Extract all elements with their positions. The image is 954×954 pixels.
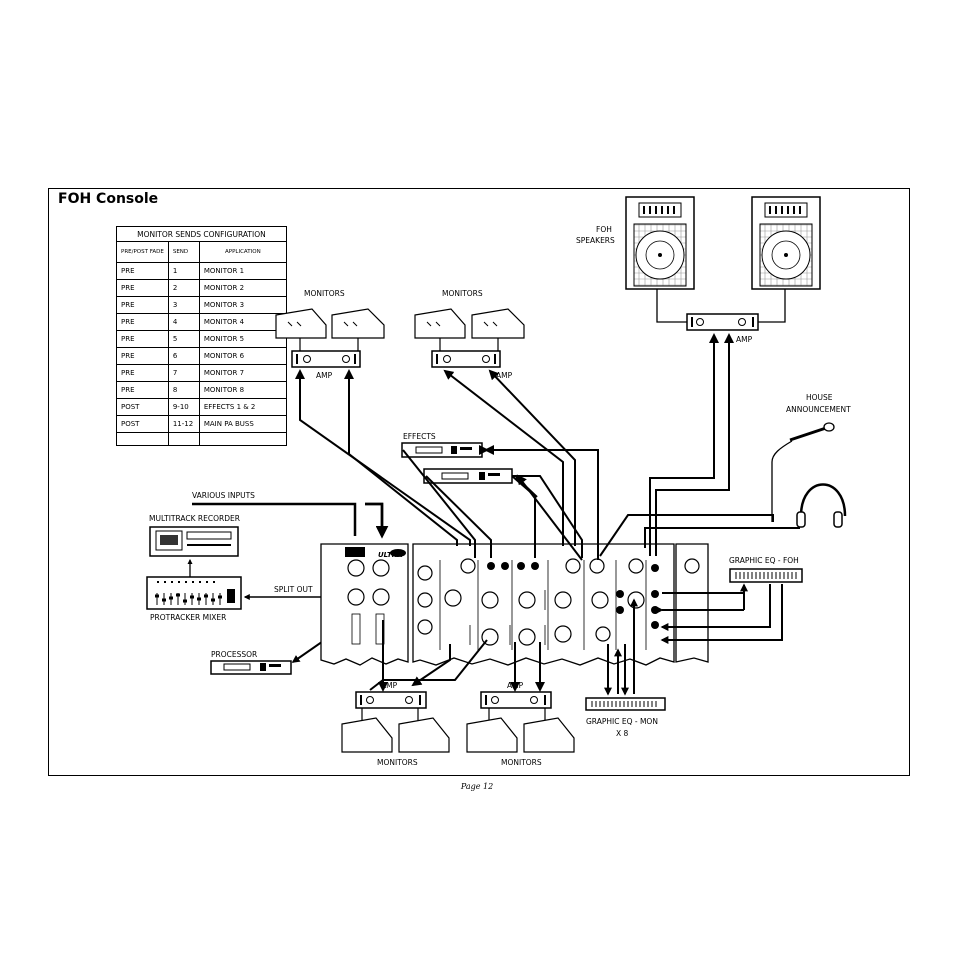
monitor-wedge [275,308,385,339]
amp-label-1: AMP [316,371,333,380]
split-out-label: SPLIT OUT [274,585,313,594]
bottom-amp-1 [355,691,427,709]
table-row-empty [116,432,287,446]
effects-label: EFFECTS [403,432,436,441]
bottom-amp-2 [480,691,552,709]
foh-speakers-label-2: SPEAKERS [576,236,615,245]
effects-unit-2 [423,468,513,484]
monitor-wedge [414,308,525,339]
geq-mon-label: GRAPHIC EQ - MON [586,717,658,726]
processor-unit [210,660,292,675]
multitrack-recorder [149,526,239,557]
monitor-sends-table: MONITOR SENDS CONFIGURATION PRE/POST FAD… [116,226,287,446]
monitors-label-1: MONITORS [304,289,345,298]
protracker-label: PROTRACKER MIXER [150,613,226,622]
page-footer: Page 12 [460,782,494,791]
house-label-2: ANNOUNCEMENT [786,405,851,414]
house-label: HOUSE [806,393,833,402]
monitor-amp-2 [431,350,501,368]
amp-label-4: AMP [507,681,524,690]
amp-label-2: AMP [496,371,513,380]
various-inputs-label: VARIOUS INPUTS [192,491,255,500]
protracker-mixer [146,576,242,610]
mixer-console: ULTRA [320,543,709,666]
foh-speaker-left [625,196,695,290]
foh-amp [686,313,759,331]
monitor-wedge [341,717,575,753]
diagram-frame [48,188,910,776]
monitors-label-3: MONITORS [377,758,418,767]
headphones-icon [796,483,847,528]
graphic-eq-foh [729,568,803,583]
monitors-label-4: MONITORS [501,758,542,767]
geq-mon-label-2: X 8 [616,729,629,738]
brand-logo: ULTRA [378,551,403,559]
foh-speakers-label: FOH [596,225,612,234]
microphone-icon [771,422,835,522]
geq-foh-label: GRAPHIC EQ - FOH [729,556,799,565]
processor-label: PROCESSOR [211,650,257,659]
amp-label-3: AMP [381,681,398,690]
monitor-amp-1 [291,350,361,368]
foh-amp-label: AMP [736,335,753,344]
multitrack-label: MULTITRACK RECORDER [149,514,240,523]
foh-speaker-right [751,196,821,290]
graphic-eq-mon [585,697,666,711]
effects-unit-1 [401,442,483,458]
monitors-label-2: MONITORS [442,289,483,298]
page-title: FOH Console [58,191,159,207]
empty-cell [198,432,287,446]
